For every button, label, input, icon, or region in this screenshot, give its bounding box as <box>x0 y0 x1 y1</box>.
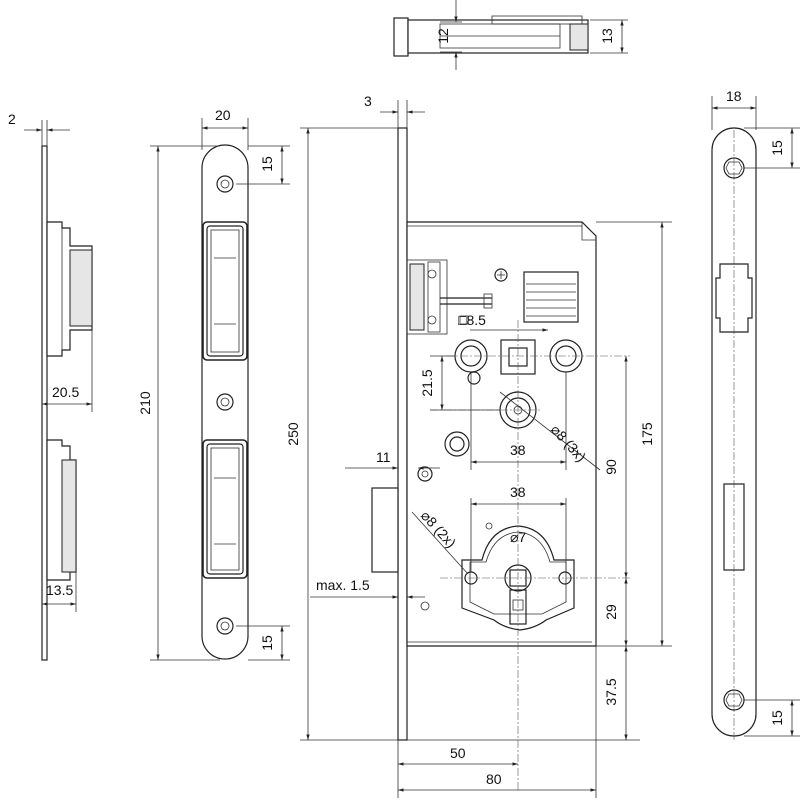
dim-3: 3 <box>364 93 372 109</box>
dim-80: 80 <box>486 771 502 787</box>
dim-11: 11 <box>376 449 391 465</box>
dim-13: 13 <box>599 28 615 44</box>
dim-50: 50 <box>450 745 466 761</box>
dim-15-top-faceplate: 15 <box>259 156 275 172</box>
dim-square-8-5: □8.5 <box>458 312 486 328</box>
dim-210: 210 <box>137 391 153 415</box>
dim-12: 12 <box>435 28 451 44</box>
dim-max-1-5: max. 1.5 <box>316 577 370 593</box>
lock-body-view: □8.5 <box>371 127 630 790</box>
dim-18: 18 <box>726 88 742 104</box>
faceplate-view: 20 210 15 15 <box>137 107 290 661</box>
dim-29: 29 <box>603 604 619 620</box>
dim-38-mid: 38 <box>510 484 526 500</box>
dim-15-top-right: 15 <box>769 140 785 156</box>
dim-38-top: 38 <box>510 442 526 458</box>
dim-15-bottom-right: 15 <box>769 710 785 726</box>
top-view: 12 13 <box>393 0 628 70</box>
dim-37-5: 37.5 <box>603 678 619 705</box>
dim-2: 2 <box>8 111 16 127</box>
dim-13-5: 13.5 <box>46 582 73 598</box>
dim-90: 90 <box>603 459 619 475</box>
dim-15-bottom-faceplate: 15 <box>259 635 275 651</box>
strike-plate-view: 2 20.5 13.5 <box>8 111 93 661</box>
dim-250: 250 <box>285 422 301 446</box>
dim-21-5: 21.5 <box>419 369 435 396</box>
dim-20-5: 20.5 <box>52 384 79 400</box>
dim-20: 20 <box>215 107 231 123</box>
dim-175: 175 <box>639 422 655 446</box>
dim-dia-7: ⌀7 <box>510 529 526 545</box>
right-faceplate-view: 18 15 15 <box>711 88 800 740</box>
